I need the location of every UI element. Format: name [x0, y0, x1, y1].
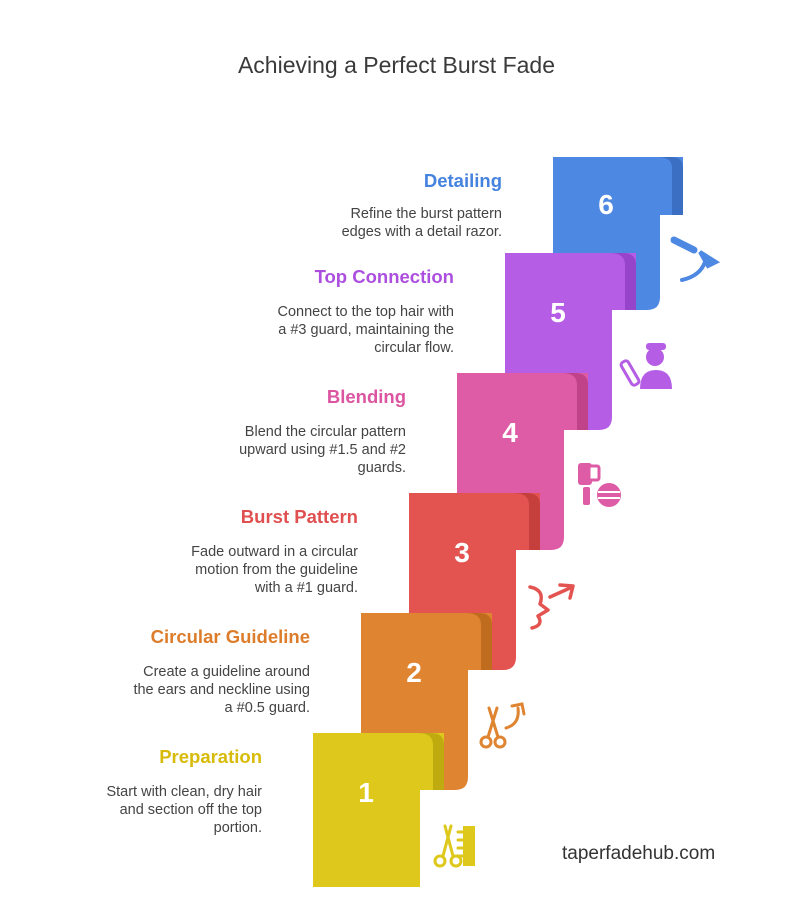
step-1-title: Preparation — [159, 746, 262, 767]
step-4-description: Blend the circular pattern upward using … — [239, 424, 406, 476]
step-3-title: Burst Pattern — [240, 506, 358, 527]
scissors-arrow-icon — [479, 702, 526, 749]
razor-icon — [670, 236, 721, 282]
scissors-comb-icon — [433, 824, 475, 868]
trimmer-blend-icon — [578, 463, 621, 507]
step-6-title: Detailing — [423, 170, 502, 191]
page-title: Achieving a Perfect Burst Fade — [237, 52, 556, 78]
step-5-number: 5 — [550, 297, 566, 328]
step-4-title: Blending — [326, 386, 406, 407]
step-1-block: 1 — [313, 733, 444, 887]
step-3-description: Fade outward in a circular motion from t… — [191, 544, 358, 596]
step-2-title: Circular Guideline — [150, 626, 310, 647]
face-profile-arrow-icon — [528, 583, 575, 630]
step-5-title: Top Connection — [314, 266, 454, 287]
step-5-description: Connect to the top hair with a #3 guard,… — [277, 304, 454, 356]
step-3-number: 3 — [454, 537, 470, 568]
brand-footer: taperfadehub.com — [562, 843, 716, 864]
step-1-description: Start with clean, dry hair and section o… — [106, 784, 262, 836]
step-6-description: Refine the burst pattern edges with a de… — [341, 206, 502, 240]
step-2-description: Create a guideline around the ears and n… — [133, 664, 310, 716]
step-4-number: 4 — [502, 417, 518, 448]
step-6-number: 6 — [598, 189, 614, 220]
step-1-number: 1 — [358, 777, 374, 808]
step-2-number: 2 — [406, 657, 422, 688]
barber-person-icon — [619, 343, 672, 389]
